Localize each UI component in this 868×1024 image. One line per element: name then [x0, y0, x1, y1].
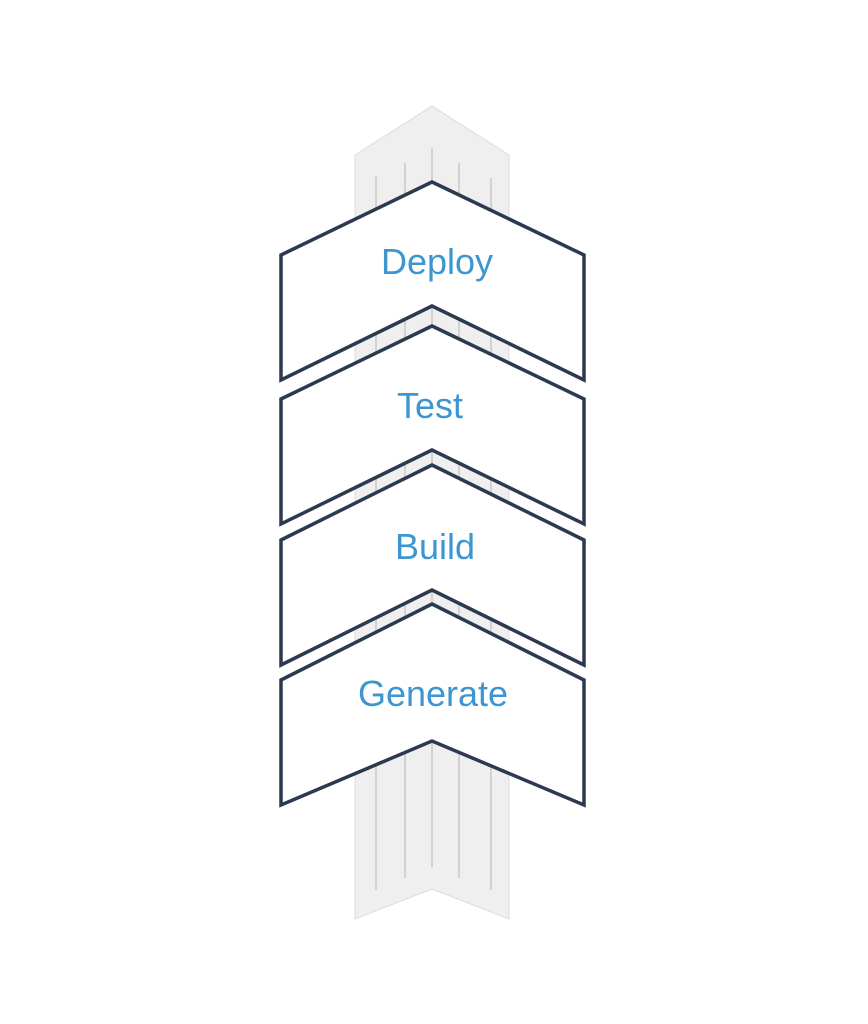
- stage-test-shape: [279, 324, 586, 527]
- stage-generate-label: Generate: [358, 673, 508, 714]
- stage-generate-shape: [279, 602, 586, 808]
- stage-test-label: Test: [397, 385, 463, 426]
- stage-build: Build: [279, 463, 586, 668]
- stage-build-label: Build: [395, 526, 475, 567]
- stage-deploy: Deploy: [279, 180, 586, 383]
- stage-deploy-shape: [279, 180, 586, 383]
- stage-test: Test: [279, 324, 586, 527]
- stage-generate: Generate: [279, 602, 586, 808]
- stage-build-shape: [279, 463, 586, 668]
- stage-deploy-label: Deploy: [381, 241, 493, 282]
